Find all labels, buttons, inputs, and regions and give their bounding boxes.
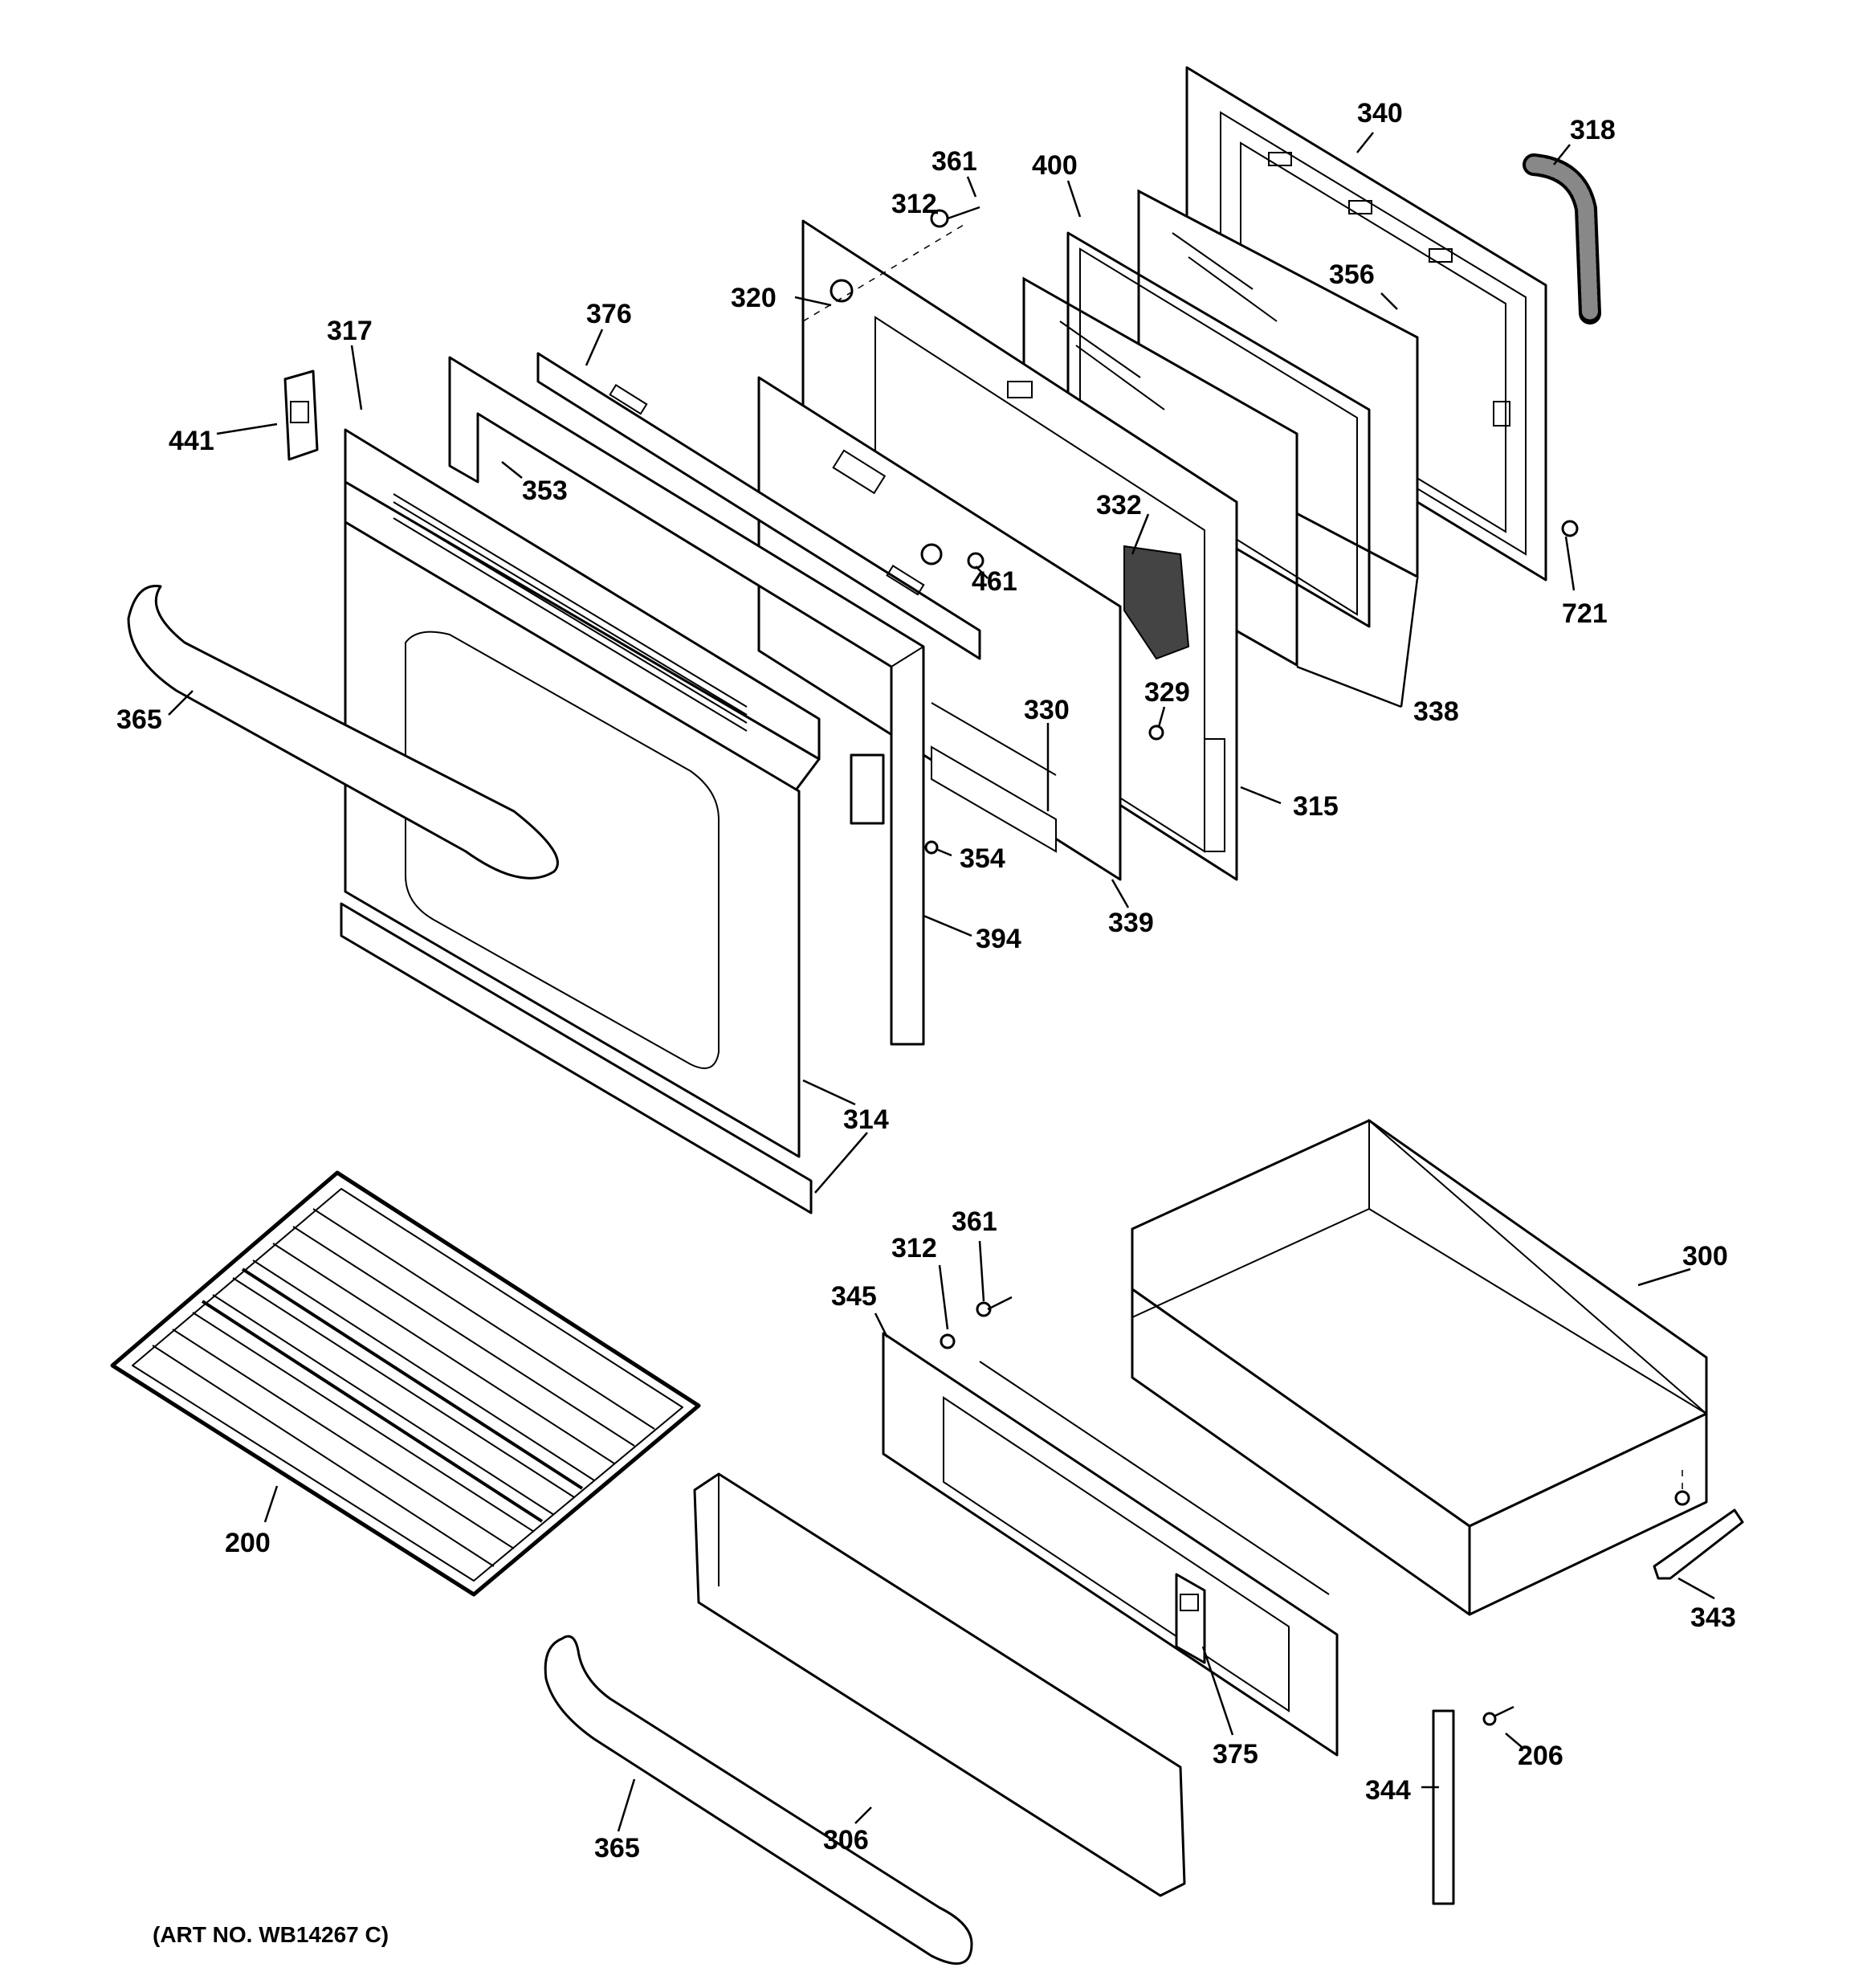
part-441-door-clip (283, 369, 319, 461)
part-318-door-gasket (1523, 153, 1601, 325)
callout-356: 356 (1329, 259, 1375, 290)
callout-312-upper: 312 (891, 189, 937, 219)
callout-354: 354 (960, 843, 1005, 874)
callout-361-lower: 361 (952, 1206, 997, 1237)
callout-330: 330 (1024, 695, 1070, 725)
callout-376: 376 (586, 299, 632, 329)
part-314-door-outer-panel (340, 520, 813, 1214)
part-306-drawer-front-panel (693, 1472, 1186, 1897)
part-300-drawer-body (1131, 1118, 1708, 1616)
callout-340: 340 (1357, 98, 1403, 129)
part-344-drawer-rail (1432, 1709, 1455, 1905)
art-number: (ART NO. WB14267 C) (153, 1922, 389, 1947)
callout-721: 721 (1562, 598, 1608, 629)
callout-365-upper: 365 (116, 704, 162, 735)
callout-345: 345 (831, 1281, 877, 1312)
callout-318: 318 (1570, 115, 1616, 145)
part-200-oven-rack (110, 1170, 701, 1597)
callout-200: 200 (225, 1528, 271, 1558)
upper-screws (830, 206, 1579, 855)
callout-314: 314 (843, 1104, 889, 1135)
part-376-vent-channel (536, 352, 981, 660)
callout-312-lower: 312 (891, 1233, 937, 1263)
callout-306: 306 (823, 1825, 869, 1855)
callout-339: 339 (1108, 908, 1154, 938)
part-330-insulation-strip (931, 702, 1057, 853)
part-343-drawer-glide (1653, 1470, 1744, 1580)
callout-400: 400 (1032, 150, 1078, 181)
part-365-door-handle (127, 585, 559, 880)
callout-394: 394 (976, 924, 1021, 954)
part-332-insulation-block (1123, 545, 1190, 660)
callout-353: 353 (522, 476, 568, 506)
callout-332: 332 (1096, 490, 1142, 520)
part-400-door-frame-with-insulation (1066, 231, 1371, 628)
callout-441: 441 (169, 426, 214, 456)
part-365-drawer-handle (544, 1635, 973, 1966)
callout-317: 317 (327, 316, 373, 346)
callout-320: 320 (731, 283, 777, 313)
callout-329: 329 (1144, 677, 1190, 708)
callout-365-lower: 365 (594, 1833, 640, 1863)
lower-screws (940, 1296, 1514, 1726)
part-317-door-top-trim (344, 428, 821, 793)
callout-361-upper: 361 (932, 146, 977, 177)
leader-lines (168, 132, 1715, 1832)
callout-338: 338 (1413, 696, 1459, 727)
callout-300: 300 (1682, 1241, 1728, 1272)
callout-344: 344 (1365, 1775, 1411, 1806)
callout-315: 315 (1293, 791, 1339, 822)
callout-343: 343 (1690, 1602, 1736, 1633)
callout-375: 375 (1213, 1739, 1258, 1770)
part-394-door-side-frame (448, 356, 925, 1046)
callout-206: 206 (1518, 1741, 1563, 1771)
callout-461: 461 (972, 566, 1017, 597)
callout-labels: 340 318 361 400 312 356 320 376 317 441 … (116, 98, 1736, 1863)
part-375-drawer-bracket (1175, 1573, 1206, 1664)
